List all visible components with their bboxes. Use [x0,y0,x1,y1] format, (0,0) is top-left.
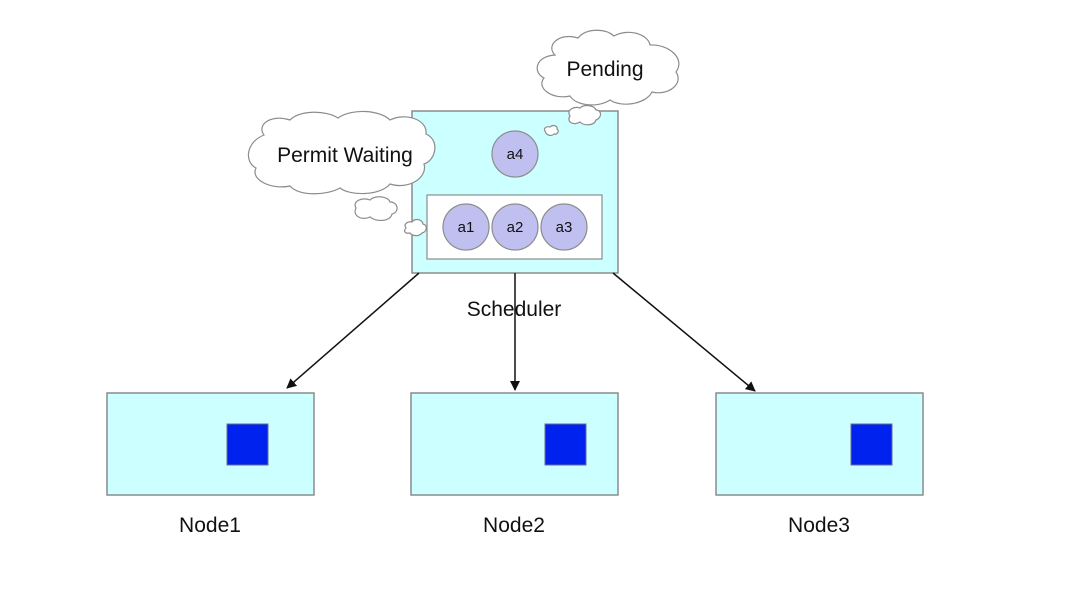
node1-label: Node1 [179,514,241,537]
pending-label: Pending [566,58,643,81]
pod-a1-label: a1 [458,219,475,236]
scheduler-label: Scheduler [467,298,562,321]
permit-waiting-cloud-icon [247,110,436,195]
pending-callout [536,29,680,137]
node1[interactable] [106,392,315,496]
pending-cloud-icon [536,29,680,106]
pod-a4-label: a4 [507,146,524,163]
arrow-to-node1 [286,272,420,389]
pod-a3[interactable]: a3 [540,203,588,251]
node3-pod-square [850,423,893,466]
node2-label: Node2 [483,514,545,537]
pod-a1[interactable]: a1 [442,203,490,251]
pod-a3-label: a3 [556,219,573,236]
arrow-to-node3 [612,272,756,392]
pod-a4[interactable]: a4 [491,130,539,178]
node2[interactable] [410,392,619,496]
node1-pod-square [226,423,269,466]
node3[interactable] [715,392,924,496]
node3-label: Node3 [788,514,850,537]
node2-pod-square [544,423,587,466]
pod-a2[interactable]: a2 [491,203,539,251]
permit-waiting-callout [247,110,436,237]
permit-waiting-label: Permit Waiting [277,144,413,167]
pod-a2-label: a2 [507,219,524,236]
